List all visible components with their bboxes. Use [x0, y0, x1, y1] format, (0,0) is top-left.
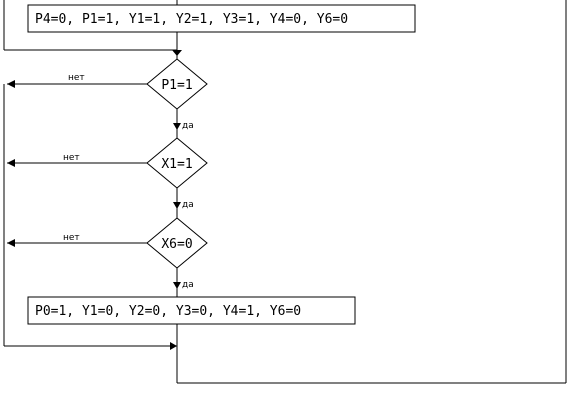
no-label-2: нет	[63, 153, 80, 163]
no-arrow-1	[7, 80, 15, 88]
no-label-1: нет	[68, 73, 85, 83]
arrow-into-flow	[172, 50, 182, 56]
no-arrow-3	[7, 239, 15, 247]
bottom-action-box	[27, 296, 356, 325]
decision-x1-text: X1=1	[161, 157, 192, 172]
decision-p1-text: P1=1	[161, 78, 192, 93]
yes-arrow-3	[173, 282, 181, 289]
yes-label-2: да	[182, 200, 194, 210]
yes-arrow-1	[173, 123, 181, 130]
top-action-box	[27, 4, 416, 33]
no-arrow-2	[7, 159, 15, 167]
yes-label-1: да	[182, 121, 194, 131]
no-label-3: нет	[63, 233, 80, 243]
no-return-arrow	[170, 342, 177, 350]
bottom-action-text: P0=1, Y1=0, Y2=0, Y3=0, Y4=1, Y6=0	[35, 304, 301, 319]
decision-x6-text: X6=0	[161, 237, 192, 252]
top-action-text: P4=0, P1=1, Y1=1, Y2=1, Y3=1, Y4=0, Y6=0	[35, 12, 348, 27]
yes-label-3: да	[182, 280, 194, 290]
yes-arrow-2	[173, 202, 181, 209]
